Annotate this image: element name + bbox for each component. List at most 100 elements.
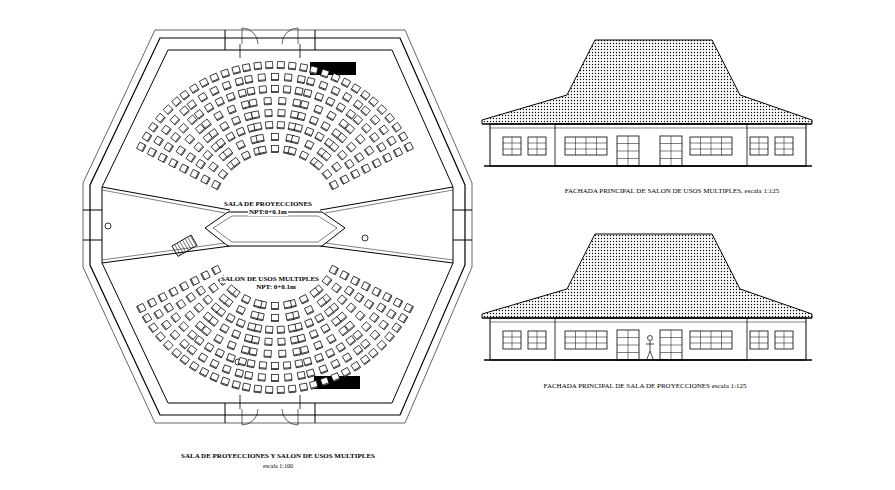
chair-seat [259,86,267,94]
chair-back [212,307,217,312]
chair-symbol [361,123,371,133]
chair-back [266,392,273,393]
chair-seat [320,69,329,78]
window-transom [503,149,521,150]
window-transom [660,345,682,346]
chair-symbol [299,295,308,304]
chair-seat [220,122,230,132]
chair-symbol [241,151,250,160]
chair-seat [284,74,292,82]
chair-back [160,117,165,122]
chair-seat [204,103,214,113]
chair-back [220,329,226,332]
chair-symbol [201,271,210,280]
wall-line [102,187,230,210]
window [660,330,682,360]
chair-symbol [147,298,156,307]
chair-back [159,295,162,301]
chair-symbol [317,297,327,307]
chair-back [380,129,384,135]
chair-seat [164,142,174,152]
chair-seat [169,158,178,167]
chair-symbol [370,330,380,340]
chair-back [294,130,301,132]
chair-seat [203,295,213,305]
chair-seat [210,86,219,95]
chair-seat [288,62,296,70]
chair-seat [189,362,199,372]
chair-back [189,138,194,143]
chair-symbol [247,360,255,368]
chair-back [246,81,253,82]
door-swing [282,28,298,44]
chair-back [183,95,189,99]
window-transom [617,158,639,159]
chair-seat [215,97,224,106]
chair-symbol [235,77,244,86]
chair-seat [295,360,303,368]
chair-symbol [284,374,292,382]
window-mullion [575,331,576,349]
chair-back [362,127,367,132]
chair-back [284,79,291,81]
chair-seat [209,283,219,293]
chair-seat [201,271,210,280]
chair-back [285,379,292,381]
chair-seat [337,295,347,305]
chair-back [305,363,312,365]
window [750,137,768,155]
window [690,137,732,155]
chair-back [239,133,245,136]
chair-symbol [288,147,297,156]
chair-back [378,109,383,114]
chair-symbol [342,353,352,363]
chair-back [298,377,305,378]
chair-symbol [172,348,182,358]
chair-symbol [163,105,173,115]
chair-seat [368,97,378,107]
chair-seat [326,349,335,358]
chair-back [164,345,169,350]
chair-seat [272,315,279,322]
window-transom [528,343,546,344]
chair-back [393,126,397,132]
chair-seat [265,326,272,333]
stage-edge [213,216,337,242]
chair-back [350,340,356,344]
chair-symbol [158,153,167,162]
chair-symbol [137,142,146,151]
wall-line [102,190,225,213]
chair-seat [336,103,346,113]
chair-seat [161,320,171,330]
chair-back [248,93,255,94]
chair-seat [299,64,307,72]
chair-seat [137,142,146,151]
label-box: SALA DE PROYECCIONES [223,192,313,210]
chair-symbol [346,303,356,313]
chair-symbol [220,122,230,132]
chair-back [191,105,197,109]
chair-symbol [355,134,365,144]
chair-seat [245,371,253,379]
chair-symbol [283,362,291,370]
chair-back [235,375,242,377]
chair-back [305,133,311,136]
wall-line [102,246,230,263]
chair-back [210,378,216,381]
chair-symbol [340,271,349,280]
chair-back [289,391,296,393]
chair-symbol [176,299,186,309]
chair-seat [209,162,219,172]
chair-symbol [187,330,197,340]
chair-seat [300,101,309,110]
chair-symbol [337,133,347,143]
chair-seat [336,343,346,353]
chair-symbol [320,377,329,386]
chair-back [285,307,292,308]
chair-seat [199,367,208,376]
stair-tread [188,237,194,247]
plant-symbol [105,223,111,229]
chair-seat [377,340,387,350]
window-mullion [759,137,760,155]
chair-back [195,172,198,178]
